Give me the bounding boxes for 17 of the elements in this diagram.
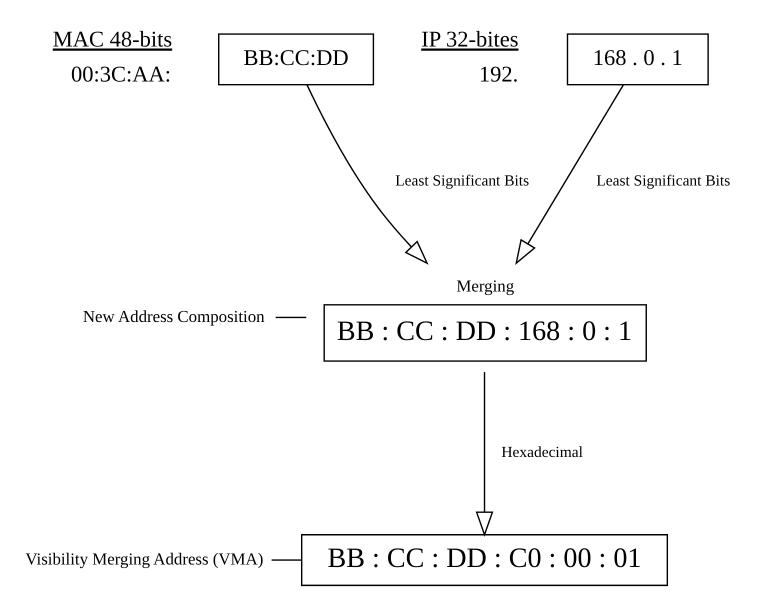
node-text: MAC 48-bits 00:3C:AA: xyxy=(52,26,172,86)
arrow xyxy=(515,84,624,265)
arrow xyxy=(306,84,429,264)
node-box: 168 . 0 . 1 xyxy=(566,32,709,85)
connector xyxy=(272,558,302,560)
node-text: New Address Composition xyxy=(82,306,265,326)
arrow xyxy=(476,372,494,536)
node-text: Visibility Merging Address (VMA) xyxy=(25,548,264,568)
connector xyxy=(276,316,306,318)
node-box: BB : CC : DD : C0 : 00 : 01 xyxy=(300,534,668,586)
edge-label: Hexadecimal xyxy=(501,444,583,461)
edge-label: Least Significant Bits xyxy=(395,172,530,190)
node-box: BB : CC : DD : 168 : 0 : 1 xyxy=(323,304,647,362)
node-text: IP 32-bites 192. xyxy=(421,26,519,86)
node-label: Merging xyxy=(456,276,514,296)
edge-label: Least Significant Bits xyxy=(596,172,730,190)
node-box: BB:CC:DD xyxy=(218,32,374,85)
